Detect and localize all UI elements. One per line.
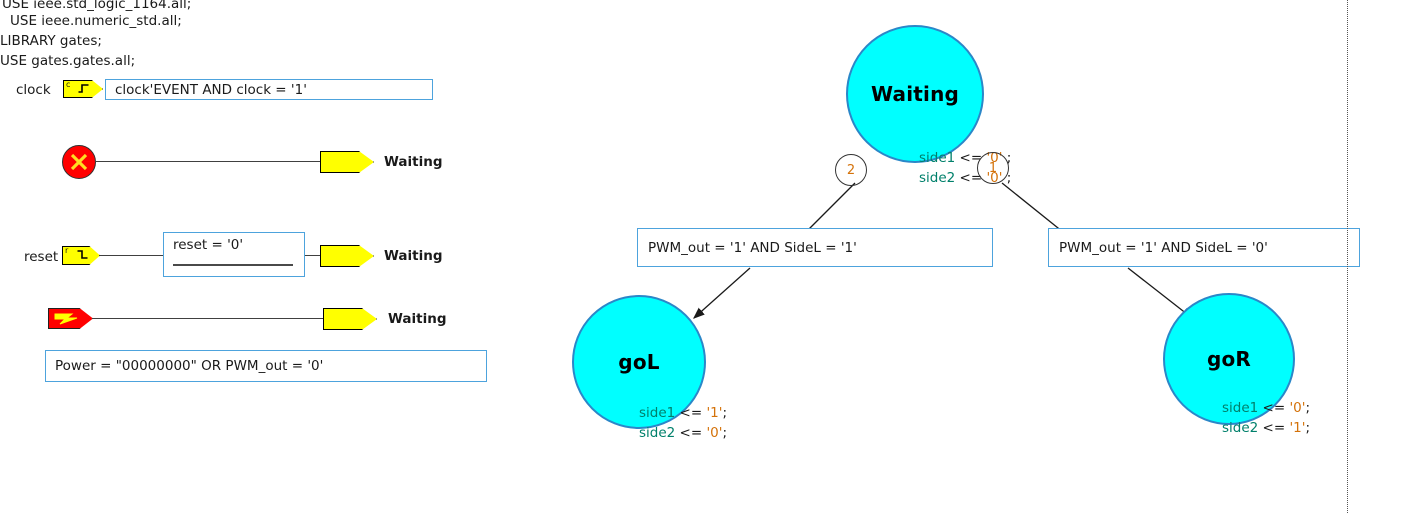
state-ref-label-1: Waiting <box>384 154 443 170</box>
assign-op: <= <box>679 425 703 441</box>
assign-signal: side1 <box>1222 400 1259 416</box>
connector-line-row1 <box>95 161 322 163</box>
assign-terminator: ; <box>1305 420 1311 436</box>
transition-priority-bubble-1[interactable]: 1 <box>977 152 1009 184</box>
code-line-1: USE ieee.numeric_std.all; <box>10 13 182 29</box>
assign-op: <= <box>679 405 703 421</box>
state-ref-label-2: Waiting <box>384 248 443 264</box>
assign-value: '0' <box>1289 400 1306 416</box>
clock-condition-text: clock'EVENT AND clock = '1' <box>115 81 307 98</box>
connector-line-row2-a <box>100 255 164 257</box>
assign-value: '1' <box>1289 420 1306 436</box>
red-x-circle-icon[interactable] <box>62 145 96 179</box>
assign-value: '0' <box>706 425 723 441</box>
code-line-3: USE gates.gates.all; <box>0 53 136 69</box>
state-node-gor-label: goR <box>1206 347 1252 371</box>
lightning-bolt-glyph <box>54 313 77 324</box>
assignment-row: side1 <= '0'; <box>1222 398 1310 418</box>
edge-waiting-to-cond-left <box>805 182 856 233</box>
power-condition-text: Power = "00000000" OR PWM_out = '0' <box>55 358 324 374</box>
assign-signal: side1 <box>639 405 676 421</box>
state-node-waiting-label: Waiting <box>870 82 960 106</box>
falling-edge-glyph <box>77 250 88 259</box>
assign-op: <= <box>1262 400 1286 416</box>
state-node-gol[interactable]: goL <box>572 295 706 429</box>
reset-icon-letter: r <box>65 246 69 255</box>
assign-value: '1' <box>706 405 723 421</box>
assign-signal: side2 <box>919 170 956 186</box>
connector-line-row2-b <box>305 255 322 257</box>
edge-cond-left-to-gol <box>693 267 751 319</box>
state-ref-label-3: Waiting <box>388 311 447 327</box>
transition-condition-box-gol[interactable]: PWM_out = '1' AND SideL = '1' <box>637 228 993 267</box>
assignment-row: side1 <= '1'; <box>639 403 727 423</box>
assign-op: <= <box>959 170 983 186</box>
x-cross-glyph <box>70 153 87 170</box>
power-condition-box[interactable]: Power = "00000000" OR PWM_out = '0' <box>45 350 487 382</box>
transition-priority-bubble-2[interactable]: 2 <box>835 154 867 186</box>
red-lightning-flag-icon[interactable] <box>48 308 93 329</box>
clock-signal-label: clock <box>16 82 51 98</box>
state-node-gor[interactable]: goR <box>1163 293 1295 425</box>
reset-signal-label: reset <box>24 249 59 265</box>
reset-condition-box[interactable]: reset = '0' <box>163 232 305 277</box>
state-assignments-gol: side1 <= '1'; side2 <= '0'; <box>639 403 727 443</box>
assignment-row: side2 <= '1'; <box>1222 418 1310 438</box>
state-marker-waiting-1[interactable] <box>320 151 374 173</box>
reset-edge-icon[interactable]: r <box>62 246 100 265</box>
assign-terminator: ; <box>1305 400 1311 416</box>
clock-icon-letter: c <box>66 80 71 89</box>
transition-condition-box-gor[interactable]: PWM_out = '1' AND SideL = '0' <box>1048 228 1360 267</box>
edge-waiting-to-cond-right <box>1001 182 1064 233</box>
state-assignments-gor: side1 <= '0'; side2 <= '1'; <box>1222 398 1310 438</box>
transition-condition-text-gor: PWM_out = '1' AND SideL = '0' <box>1059 239 1268 256</box>
reset-condition-underline <box>173 264 293 266</box>
assign-signal: side1 <box>919 150 956 166</box>
assign-op: <= <box>1262 420 1286 436</box>
assign-terminator: ; <box>1006 150 1012 166</box>
page-boundary-divider <box>1347 0 1348 513</box>
state-node-gol-label: goL <box>618 350 660 374</box>
code-line-0: USE ieee.std_logic_1164.all; <box>2 0 192 12</box>
reset-condition-text: reset = '0' <box>173 237 244 253</box>
assign-op: <= <box>959 150 983 166</box>
assign-signal: side2 <box>1222 420 1259 436</box>
assign-terminator: ; <box>1006 170 1012 186</box>
clock-rising-edge-icon[interactable]: c <box>63 80 103 98</box>
assign-signal: side2 <box>639 425 676 441</box>
state-node-waiting[interactable]: Waiting <box>846 25 984 163</box>
connector-line-row3 <box>92 318 325 320</box>
code-line-2: LIBRARY gates; <box>0 33 102 49</box>
assignment-row: side2 <= '0'; <box>639 423 727 443</box>
transition-condition-text-gol: PWM_out = '1' AND SideL = '1' <box>648 239 857 256</box>
assign-terminator: ; <box>722 405 728 421</box>
clock-condition-box[interactable]: clock'EVENT AND clock = '1' <box>105 79 433 100</box>
state-marker-waiting-2[interactable] <box>320 245 374 267</box>
state-marker-waiting-3[interactable] <box>323 308 377 330</box>
rising-edge-glyph <box>78 84 89 93</box>
assign-terminator: ; <box>722 425 728 441</box>
